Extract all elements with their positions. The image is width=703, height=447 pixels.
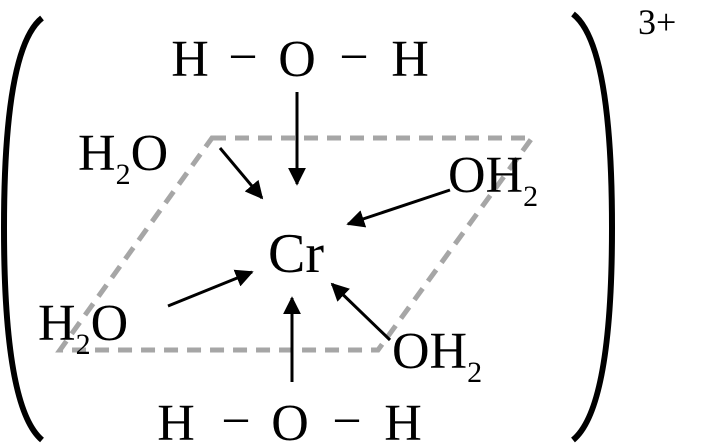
- charge-label: 3+: [638, 2, 676, 42]
- ligand-upper-right: OH2: [448, 147, 538, 213]
- right-bracket: [570, 11, 616, 443]
- axial-top-water: H − O − H: [171, 29, 429, 88]
- central-atom-cr: Cr: [268, 223, 324, 285]
- top-bond-left: −: [228, 29, 257, 86]
- bottom-o: O: [271, 395, 309, 447]
- arrow-upper-left: [218, 147, 264, 200]
- arrow-upper-right: [346, 188, 451, 228]
- ligand-upper-left-subscript: 2: [116, 158, 131, 191]
- equatorial-plane: [55, 135, 537, 353]
- ligand-lower-left: H2O: [38, 295, 128, 361]
- arrow-lower-right: [330, 282, 392, 342]
- ligand-lower-right-subscript: 2: [467, 356, 482, 389]
- ligand-upper-left-element: H: [78, 125, 116, 182]
- bottom-bond-right: −: [332, 393, 361, 447]
- axial-bottom-water: H − O − H: [157, 393, 422, 447]
- left-bracket: [0, 15, 45, 443]
- ligand-upper-left: H2O: [78, 125, 168, 191]
- ligand-lower-left-element: H: [38, 295, 76, 352]
- ligand-lower-right: OH2: [392, 323, 482, 389]
- top-h-right: H: [391, 31, 429, 88]
- ligand-upper-right-element: OH: [448, 147, 523, 204]
- top-h-left: H: [171, 31, 209, 88]
- ligand-upper-right-subscript: 2: [523, 180, 538, 213]
- bottom-h-left: H: [157, 395, 195, 447]
- top-bond-right: −: [339, 29, 368, 86]
- arrow-lower-left: [167, 269, 254, 308]
- coordinate-bonds: [167, 92, 451, 382]
- ligand-lower-left-subscript: 2: [76, 328, 91, 361]
- top-o: O: [278, 31, 316, 88]
- bottom-bond-left: −: [221, 393, 250, 447]
- ligand-lower-left-tail: O: [91, 295, 129, 352]
- bottom-h-right: H: [384, 395, 422, 447]
- ligand-lower-right-element: OH: [392, 323, 467, 380]
- ligand-upper-left-tail: O: [131, 125, 169, 182]
